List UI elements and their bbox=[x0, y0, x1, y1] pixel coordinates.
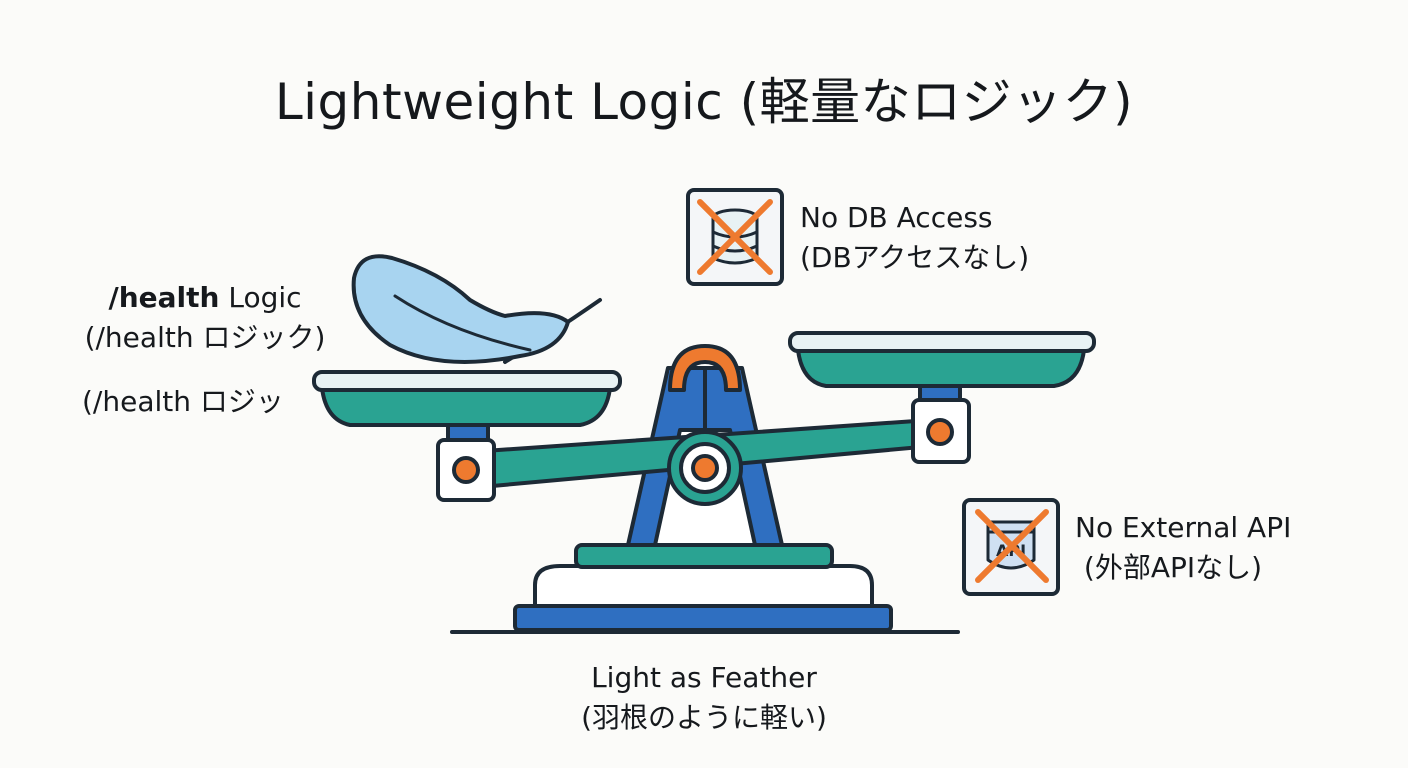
light-as-feather-label-en: Light as Feather bbox=[591, 661, 817, 694]
no-db-access-label: No DB Access (DBアクセスなし) bbox=[800, 198, 1029, 278]
scale-base bbox=[513, 543, 893, 632]
light-as-feather-label-jp: (羽根のように軽い) bbox=[581, 701, 827, 734]
cross-mark-icon bbox=[697, 199, 773, 275]
left-pan bbox=[312, 370, 622, 502]
scale-top-knob bbox=[668, 344, 742, 392]
no-external-api-label: No External API (外部APIなし) bbox=[1075, 508, 1291, 588]
health-logic-label: /health Logic (/health ロジック) bbox=[40, 278, 370, 358]
cross-mark-icon bbox=[975, 509, 1049, 583]
right-pan bbox=[788, 331, 1096, 464]
no-external-api-label-jp: (外部APIなし) bbox=[1075, 551, 1263, 584]
feather-icon bbox=[351, 254, 602, 364]
health-logic-label-rest: Logic bbox=[219, 281, 302, 314]
no-db-access-label-en: No DB Access bbox=[800, 201, 993, 234]
health-logic-label-partial: (/health ロジッ bbox=[82, 385, 284, 418]
page-title: Lightweight Logic (軽量なロジック) bbox=[274, 73, 1134, 131]
health-logic-label-jp: (/health ロジック) bbox=[84, 321, 326, 354]
light-as-feather-label: Light as Feather (羽根のように軽い) bbox=[504, 658, 904, 738]
no-db-access-label-jp: (DBアクセスなし) bbox=[800, 241, 1030, 274]
no-external-api-label-en: No External API bbox=[1075, 511, 1292, 544]
health-logic-label-bold: /health bbox=[108, 281, 220, 314]
